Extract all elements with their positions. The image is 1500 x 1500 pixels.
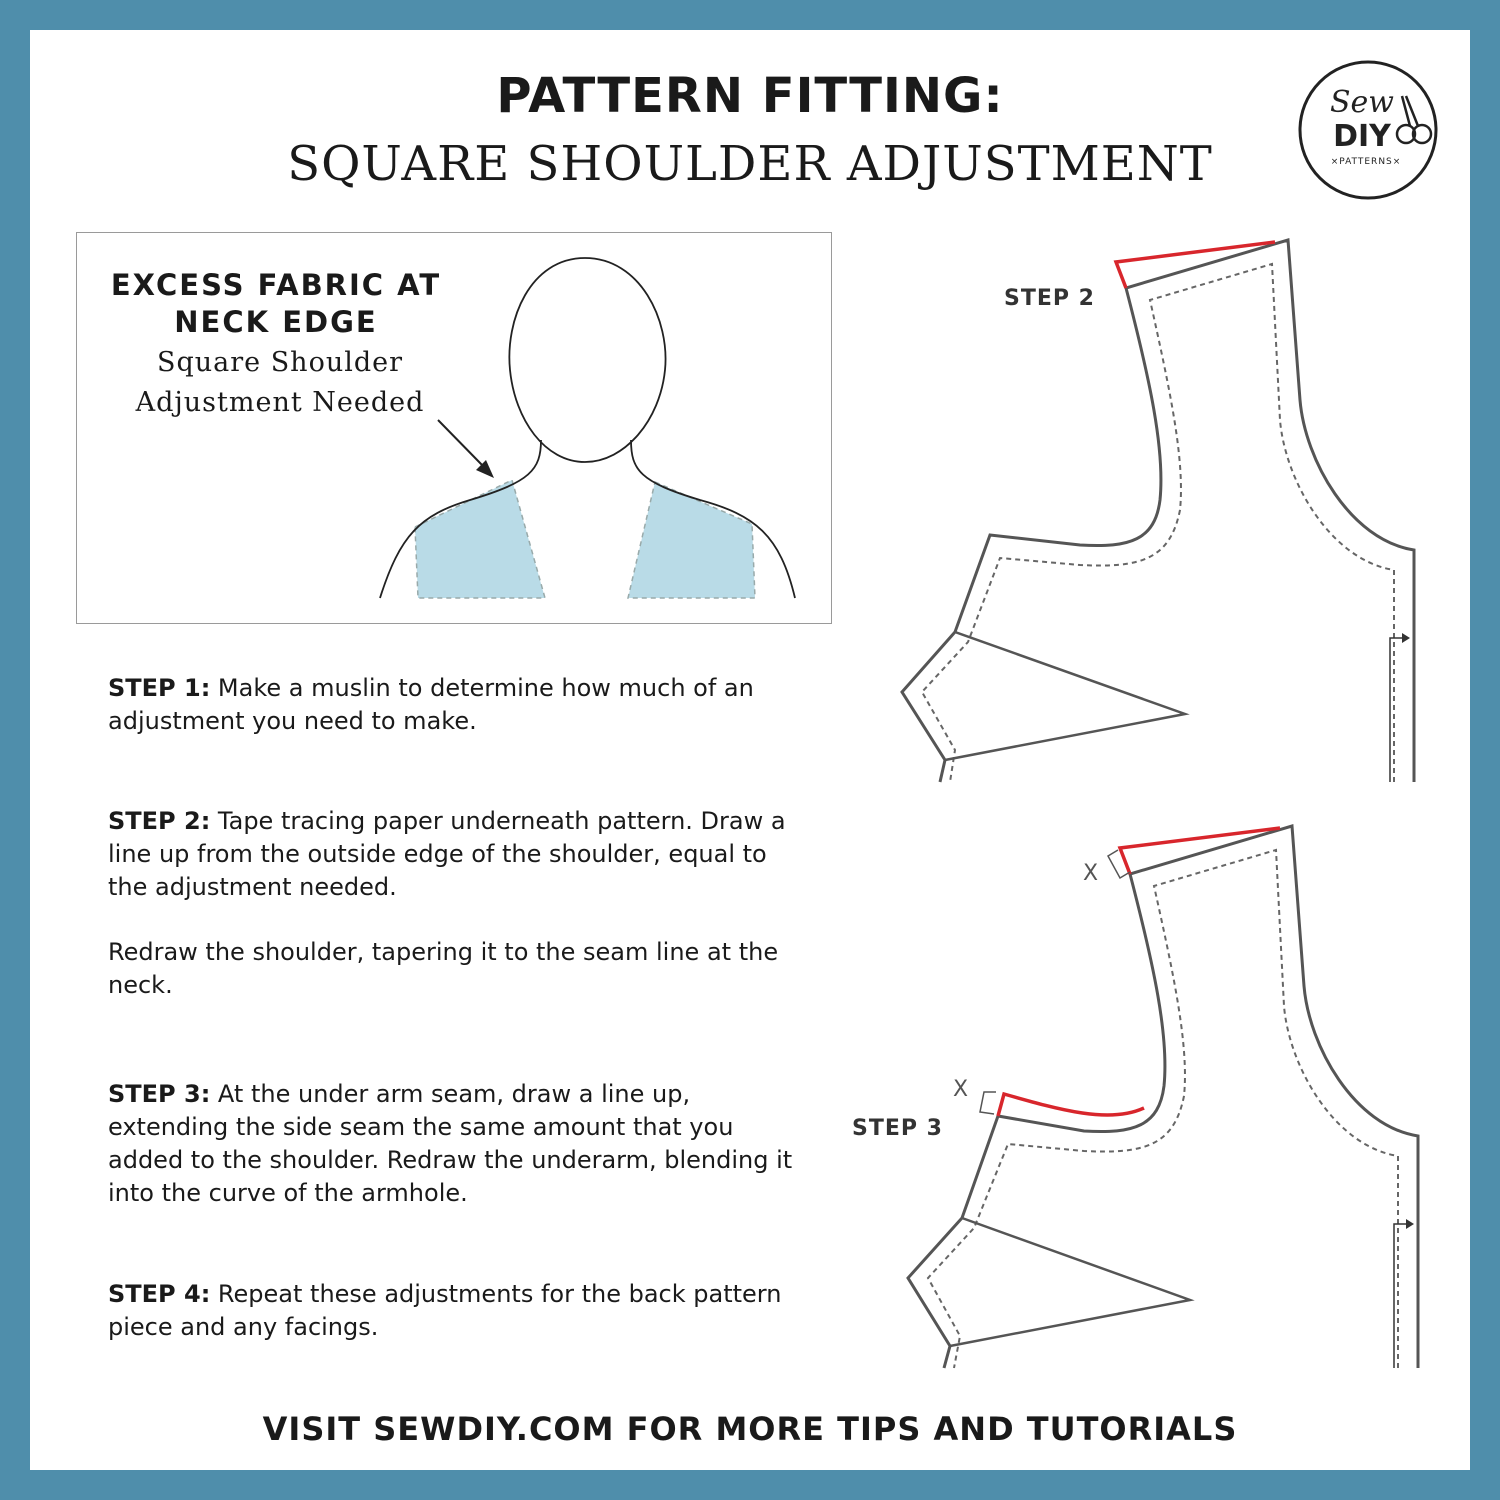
step-2-continued-body: Redraw the shoulder, tapering it to the … xyxy=(108,938,779,999)
arrowhead-icon xyxy=(476,460,494,478)
infographic-card xyxy=(30,30,1470,1470)
step-4-body: Repeat these adjustments for the back pa… xyxy=(108,1280,782,1341)
footer-cta: VISIT SEWDIY.COM FOR MORE TIPS AND TUTOR… xyxy=(262,1410,1238,1448)
step-2-label: STEP 2: xyxy=(108,807,211,835)
pointer-arrow xyxy=(437,419,485,468)
step-2-continued-text: Redraw the shoulder, tapering it to the … xyxy=(108,936,808,1002)
head-outline xyxy=(508,257,667,463)
page-title: PATTERN FITTING: xyxy=(496,68,1004,124)
step-3-text: STEP 3: At the under arm seam, draw a li… xyxy=(108,1078,808,1210)
illustration-subtitle-line2: Adjustment Needed xyxy=(135,387,425,418)
scissors-icon xyxy=(1395,95,1433,145)
shoulder-x-mark: X xyxy=(1083,861,1098,886)
step-3-red-shoulder xyxy=(1117,826,1281,875)
step-4-text: STEP 4: Repeat these adjustments for the… xyxy=(108,1278,808,1344)
right-shoulder-line xyxy=(630,439,796,599)
illustration-heading-line2: NECK EDGE xyxy=(174,305,378,339)
excess-fabric-left xyxy=(414,478,546,599)
step-2-red-adjustment xyxy=(1113,240,1276,289)
sewdiy-logo: Sew DIY ×PATTERNS× xyxy=(1298,60,1438,200)
step-2-pattern-piece xyxy=(900,238,1416,783)
step-4-label: STEP 4: xyxy=(108,1280,211,1308)
step-2-body: Tape tracing paper underneath pattern. D… xyxy=(108,807,786,901)
step-1-body: Make a muslin to determine how much of a… xyxy=(108,674,754,735)
fitting-issue-illustration xyxy=(76,232,832,624)
step-2-text: STEP 2: Tape tracing paper underneath pa… xyxy=(108,805,808,904)
step-1-text: STEP 1: Make a muslin to determine how m… xyxy=(108,672,808,738)
logo-middle-text: DIY xyxy=(1333,119,1392,154)
logo-top-text: Sew xyxy=(1330,85,1394,120)
page-subtitle: SQUARE SHOULDER ADJUSTMENT xyxy=(287,136,1213,192)
step-2-diagram-label: STEP 2 xyxy=(1004,286,1095,311)
step-3-body: At the under arm seam, draw a line up, e… xyxy=(108,1080,793,1207)
illustration-heading-line1: EXCESS FABRIC AT xyxy=(110,268,442,302)
step-3-label: STEP 3: xyxy=(108,1080,211,1108)
logo-bottom-text: ×PATTERNS× xyxy=(1331,157,1402,167)
step-3-underarm-measure-bracket xyxy=(979,1091,996,1115)
illustration-subtitle-line1: Square Shoulder xyxy=(156,347,404,378)
left-shoulder-line xyxy=(379,439,542,599)
underarm-x-mark: X xyxy=(953,1077,968,1102)
step-3-diagram-label: STEP 3 xyxy=(852,1116,943,1141)
step-1-label: STEP 1: xyxy=(108,674,211,702)
step-3-pattern-piece: X X xyxy=(906,824,1420,1369)
step-3-shoulder-measure-bracket xyxy=(1106,849,1131,880)
step-3-red-underarm xyxy=(996,1091,1145,1117)
excess-fabric-right xyxy=(627,480,756,599)
